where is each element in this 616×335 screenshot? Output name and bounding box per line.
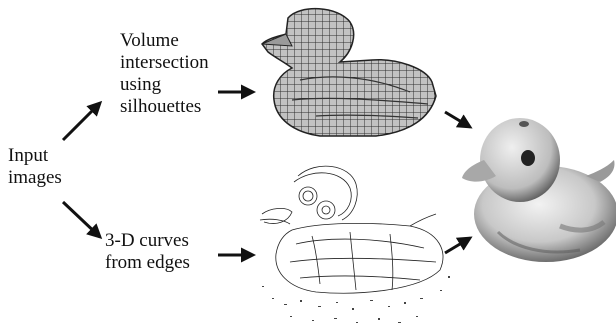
edge-curves-duck-image	[260, 166, 443, 293]
arrow-icon	[445, 238, 470, 253]
rendered-duck-image	[462, 118, 616, 262]
arrow-icon	[63, 202, 100, 237]
voxel-duck-image	[262, 9, 436, 136]
arrow-icon	[445, 112, 470, 127]
arrow-icon	[63, 103, 100, 140]
